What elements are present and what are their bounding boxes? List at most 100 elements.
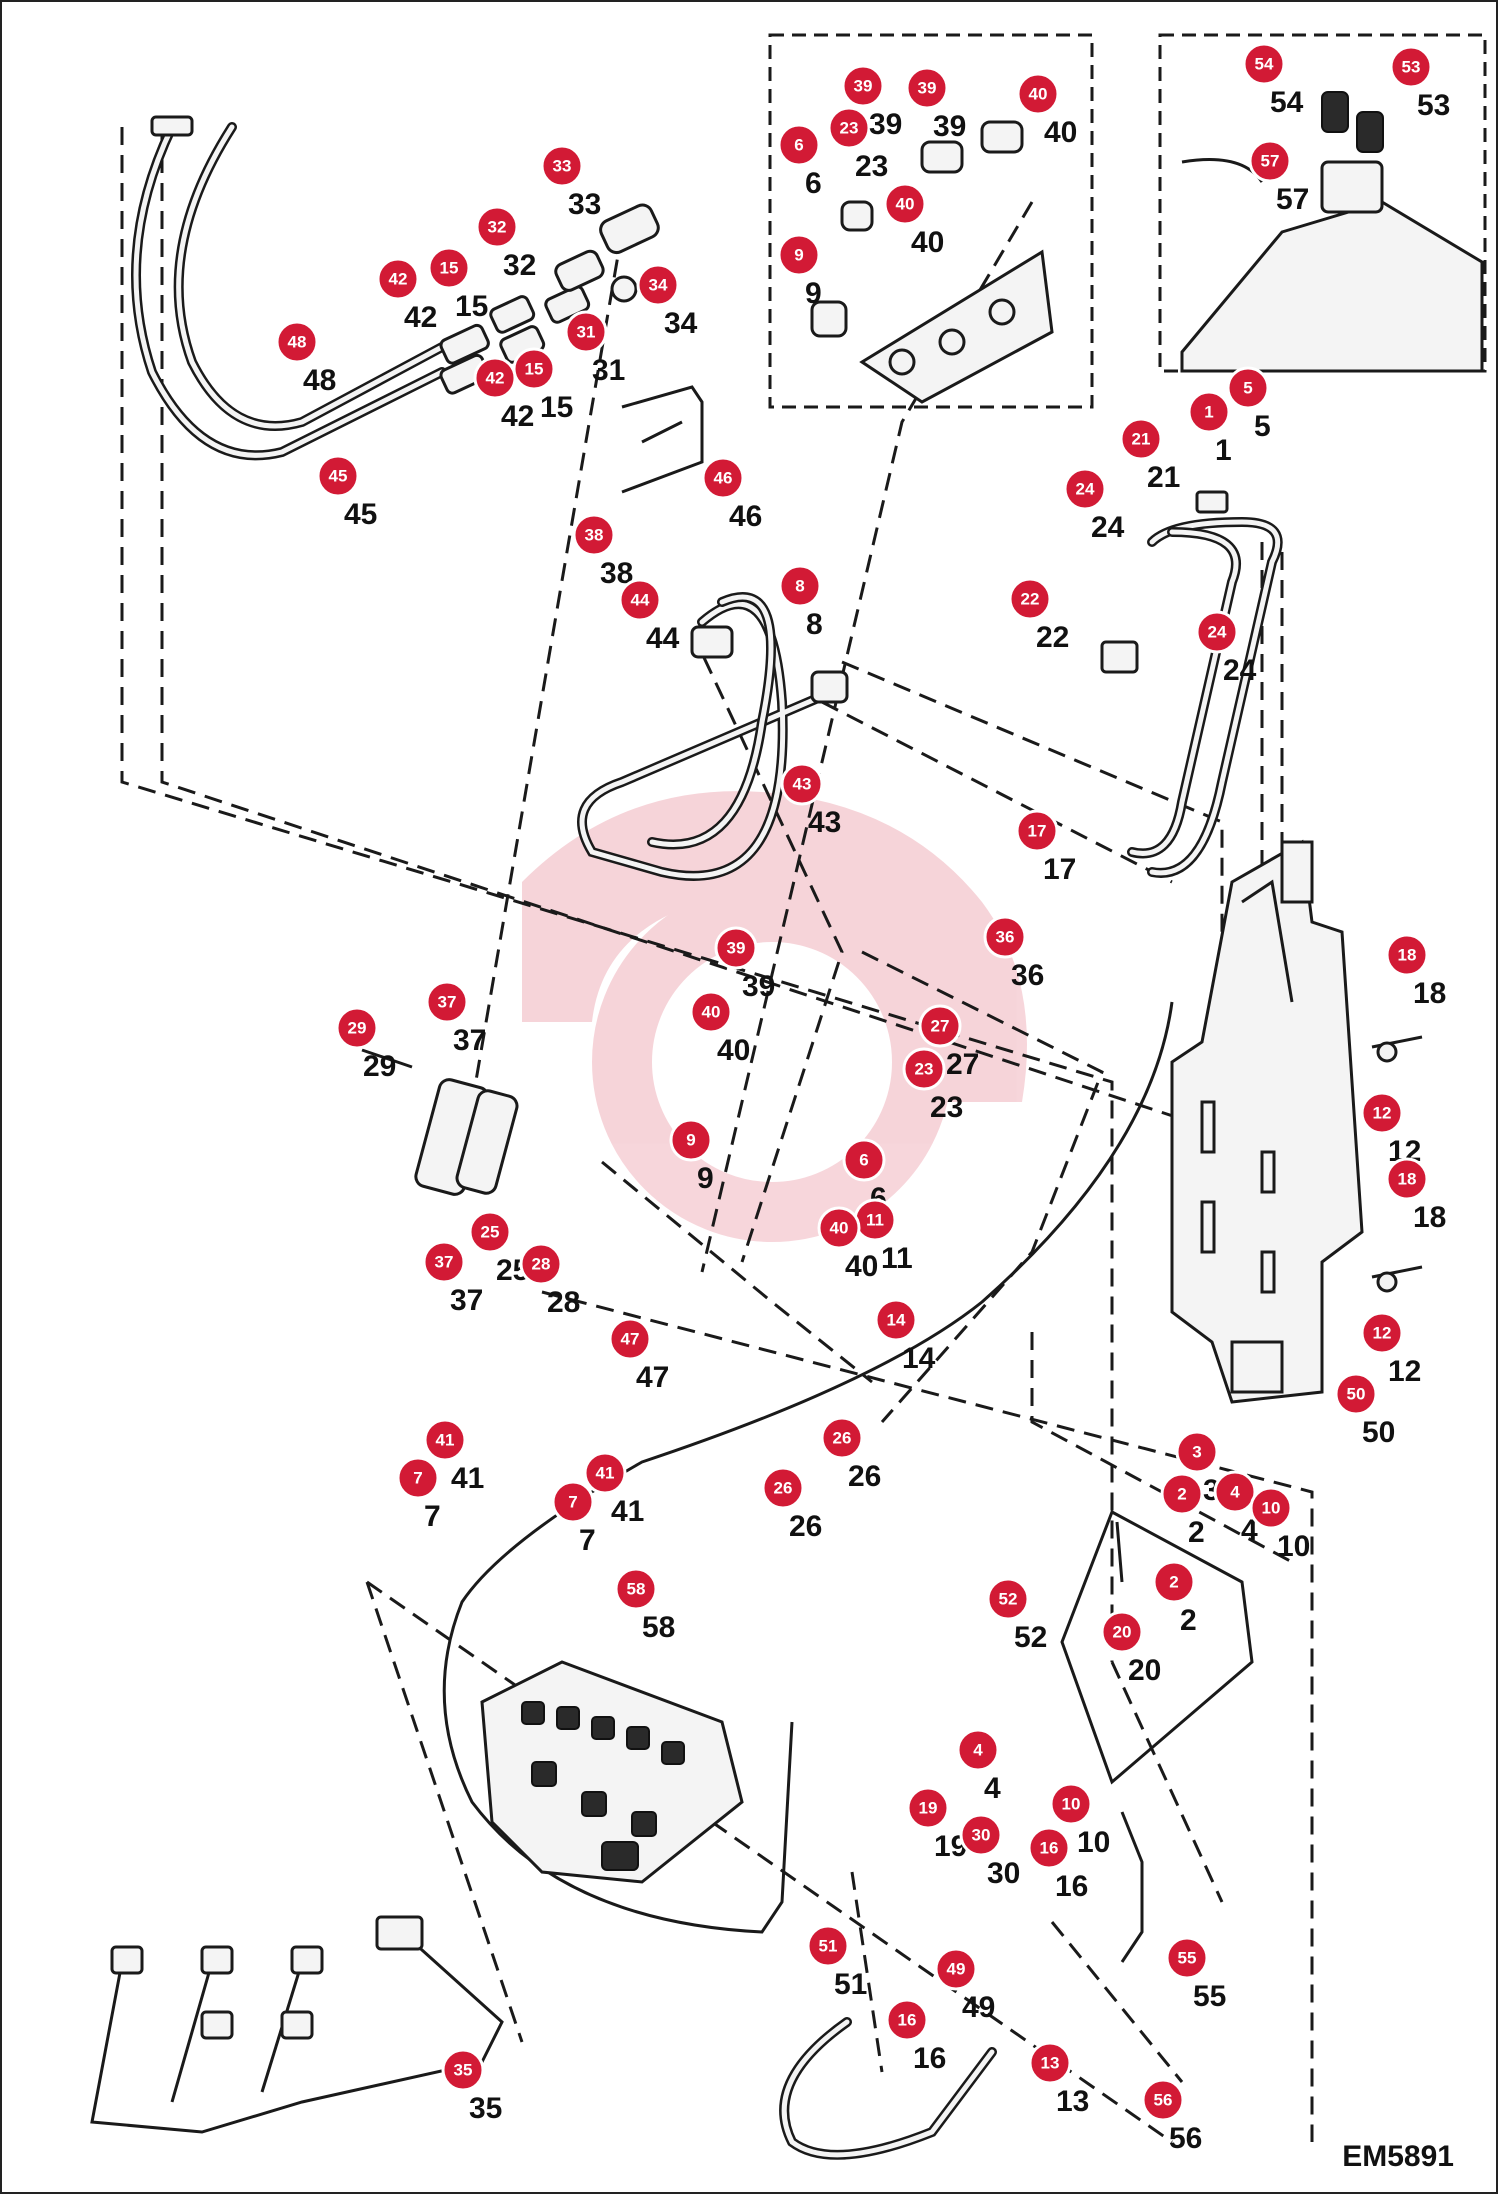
part-number-label: 15 xyxy=(540,391,573,424)
callout-badge xyxy=(519,1242,563,1286)
part-number-label: 4 xyxy=(984,1772,1001,1805)
part-number-label: 43 xyxy=(808,806,841,839)
callout-badge-number: 40 xyxy=(1029,85,1048,104)
harness-35 xyxy=(90,1915,504,2134)
part-number-label: 51 xyxy=(834,1968,867,2001)
callout-badge xyxy=(608,1317,652,1361)
callout-badge-number: 24 xyxy=(1076,480,1095,499)
callout-badge-number: 10 xyxy=(1262,1499,1281,1518)
part-number-label: 11 xyxy=(881,1242,913,1275)
callout-badge-number: 22 xyxy=(1021,590,1040,609)
callout-badge-number: 9 xyxy=(686,1131,695,1150)
part-number-label: 26 xyxy=(789,1510,822,1543)
part-number-label: 40 xyxy=(1044,116,1077,149)
bolts-18-12 xyxy=(1371,1035,1423,1293)
callout-badge-number: 6 xyxy=(859,1151,868,1170)
callout-badge xyxy=(275,320,319,364)
callout-badge-number: 39 xyxy=(854,77,873,96)
part-number-label: 15 xyxy=(455,290,488,323)
callout-badge-number: 7 xyxy=(413,1469,422,1488)
callout-badge-number: 32 xyxy=(488,218,507,237)
callout-badge-number: 53 xyxy=(1402,58,1421,77)
part-number-label: 30 xyxy=(987,1857,1020,1890)
callout-badge-number: 2 xyxy=(1177,1485,1186,1504)
part-number-label: 23 xyxy=(855,150,888,183)
callout-badge xyxy=(817,1206,861,1250)
callout-badge xyxy=(1141,2078,1185,2122)
part-number-label: 7 xyxy=(579,1524,596,1557)
callout-badge-number: 38 xyxy=(585,526,604,545)
callout-badge xyxy=(583,1451,627,1495)
callout-badge-number: 25 xyxy=(481,1223,500,1242)
callout-badge xyxy=(1226,366,1270,410)
callout-badge xyxy=(475,205,519,249)
callout-badge-number: 30 xyxy=(972,1826,991,1845)
callout-badge-number: 49 xyxy=(947,1960,966,1979)
callout-badge xyxy=(883,182,927,226)
callout-badge xyxy=(1165,1936,1209,1980)
part-number-label: 18 xyxy=(1413,977,1446,1010)
callout-badge xyxy=(473,356,517,400)
callout-badge xyxy=(959,1813,1003,1857)
callout-badge-number: 54 xyxy=(1255,55,1274,74)
callout-badge-number: 12 xyxy=(1373,1104,1392,1123)
callout-badge xyxy=(1195,610,1239,654)
callout-badge xyxy=(1016,72,1060,116)
callout-badge xyxy=(564,310,608,354)
callout-badge xyxy=(441,2048,485,2092)
callout-badge-number: 24 xyxy=(1208,623,1227,642)
part-number-label: 20 xyxy=(1128,1654,1161,1687)
callout-badge-number: 29 xyxy=(348,1019,367,1038)
callout-badge xyxy=(906,1786,950,1830)
callout-badge xyxy=(1015,809,1059,853)
part-number-label: 12 xyxy=(1388,1355,1421,1388)
callout-badge xyxy=(1360,1091,1404,1135)
hose-assembly-48-45 xyxy=(131,115,447,461)
part-number-label: 26 xyxy=(848,1460,881,1493)
callout-badge xyxy=(983,915,1027,959)
callout-badge xyxy=(1100,1610,1144,1654)
callout-badge-number: 21 xyxy=(1132,430,1151,449)
part-number-label: 57 xyxy=(1276,183,1309,216)
part-number-label: 34 xyxy=(664,307,698,340)
part-number-label: 14 xyxy=(902,1342,936,1375)
callout-badge-number: 40 xyxy=(830,1219,849,1238)
callout-badge xyxy=(842,1138,886,1182)
callout-badge-number: 10 xyxy=(1062,1795,1081,1814)
callout-badge xyxy=(427,246,471,290)
callout-badge-number: 31 xyxy=(577,323,596,342)
callout-badge-number: 37 xyxy=(438,993,457,1012)
part-number-label: 22 xyxy=(1036,621,1069,654)
callout-40: 40 40 xyxy=(1016,72,1077,149)
part-number-label: 37 xyxy=(453,1024,486,1057)
callout-badge-number: 1 xyxy=(1204,403,1213,422)
part-number-label: 41 xyxy=(451,1462,484,1495)
callout-badge-number: 15 xyxy=(525,360,544,379)
callout-badge-number: 41 xyxy=(596,1464,615,1483)
callout-badge xyxy=(777,233,821,277)
callout-badge xyxy=(335,1006,379,1050)
callout-badge xyxy=(777,123,821,167)
part-number-label: 10 xyxy=(1277,1530,1310,1563)
callout-badge xyxy=(1385,1157,1429,1201)
callout-badge-number: 35 xyxy=(454,2061,473,2080)
callout-badge xyxy=(1160,1472,1204,1516)
callout-badge xyxy=(956,1728,1000,1772)
